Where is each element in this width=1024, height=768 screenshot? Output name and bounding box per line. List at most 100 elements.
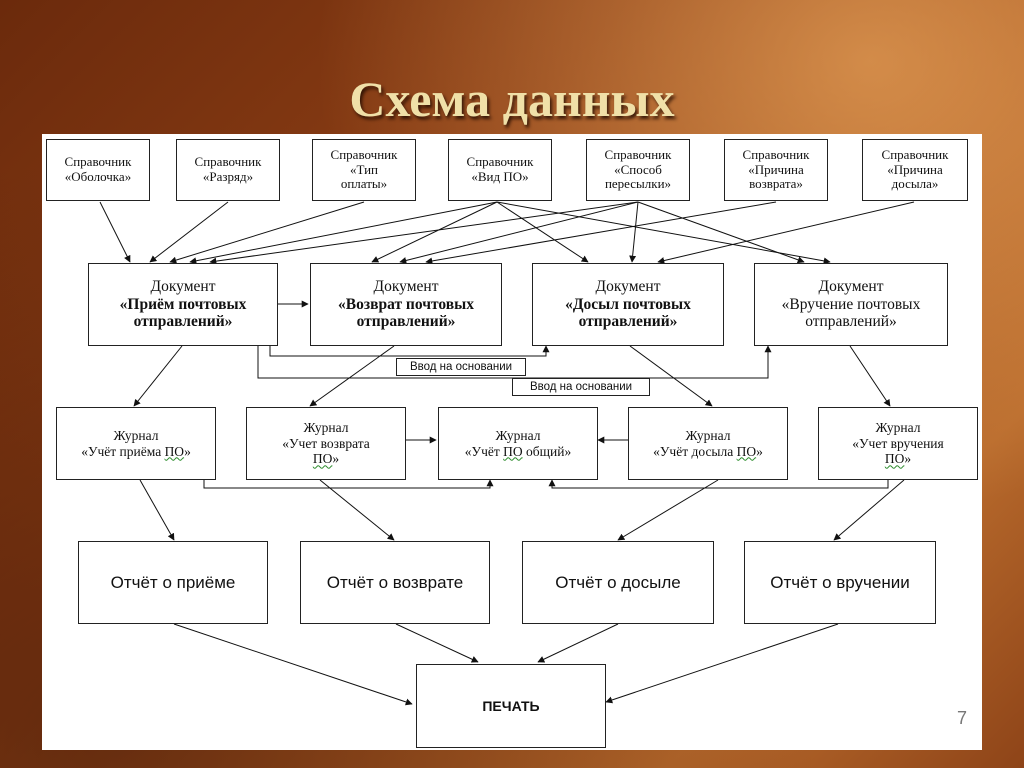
reference-item-kind: Справочник «Вид ПО»	[448, 139, 552, 201]
document-receive-name1: «Приём почтовых	[119, 295, 247, 313]
arrow-journal-return-to-report-return	[319, 479, 395, 541]
arrow-journal-forward-to-report-forward	[617, 479, 719, 541]
document-forward-name2: отправлений»	[578, 313, 678, 331]
reference-shell: Справочник «Оболочка»	[46, 139, 150, 201]
document-delivery-name2: отправлений»	[805, 313, 897, 331]
reference-item-kind-type: Справочник	[466, 154, 534, 170]
reference-shipping-method-type: Справочник	[604, 146, 672, 162]
document-delivery-type: Документ	[818, 277, 884, 295]
basis-tag-forward: Ввод на основании	[396, 358, 526, 376]
document-return-name1: «Возврат почтовых	[338, 295, 474, 313]
arrow-doc-delivery-to-journal-delivery	[849, 345, 891, 407]
journal-receive-name: «Учёт приёма ПО»	[81, 444, 191, 460]
slide-number: 7	[956, 708, 967, 728]
reference-payment-type: Справочник «Тип оплаты»	[312, 139, 416, 201]
report-return: Отчёт о возврате	[300, 541, 490, 624]
print-box: ПЕЧАТЬ	[416, 664, 606, 748]
journal-return: Журнал «Учет возврата ПО»	[246, 407, 406, 480]
reference-forward-reason-name1: «Причина	[887, 161, 943, 177]
journal-forward: Журнал «Учёт досыла ПО»	[628, 407, 788, 480]
reference-shipping-method: Справочник «Способ пересылки»	[586, 139, 690, 201]
report-receive: Отчёт о приёме	[78, 541, 268, 624]
document-forward: Документ «Досыл почтовых отправлений»	[532, 263, 724, 346]
journal-receive-name-c: »	[184, 443, 191, 459]
document-return-name2: отправлений»	[356, 313, 456, 331]
document-return-type: Документ	[373, 277, 439, 295]
arrow-ref-method-to-doc-receive	[209, 201, 639, 265]
reference-rank: Справочник «Разряд»	[176, 139, 280, 201]
arrow-ref-method-to-doc-return	[399, 201, 639, 264]
journal-common-type: Журнал	[495, 427, 541, 443]
journal-delivery-name2-b: ПО	[884, 451, 905, 467]
reference-forward-reason-type: Справочник	[881, 146, 949, 162]
arrow-report-receive-to-print	[173, 623, 413, 706]
document-receive-type: Документ	[150, 277, 216, 295]
document-delivery: Документ «Вручение почтовых отправлений»	[754, 263, 948, 346]
journal-delivery-name2: ПО»	[885, 451, 911, 467]
arrow-ref-rank-to-doc-receive	[149, 201, 229, 263]
journal-delivery: Журнал «Учет вручения ПО»	[818, 407, 978, 480]
arrow-ref-return-reason-to-doc-return	[425, 201, 777, 265]
journal-forward-name: «Учёт досыла ПО»	[653, 444, 763, 460]
arrow-ref-shell-to-doc-receive	[99, 201, 131, 263]
slide-title: Схема данных	[349, 71, 675, 127]
journal-return-name2-c: »	[332, 451, 340, 467]
journal-forward-name-a: «Учёт досыла	[653, 443, 737, 459]
journal-return-name2-b: ПО	[312, 451, 333, 467]
journal-common: Журнал «Учёт ПО общий»	[438, 407, 598, 480]
reference-return-reason: Справочник «Причина возврата»	[724, 139, 828, 201]
journal-receive-type: Журнал	[113, 427, 159, 443]
arrow-ref-kind-to-doc-delivery	[496, 201, 831, 265]
journal-common-name-b: ПО	[503, 443, 523, 459]
document-return: Документ «Возврат почтовых отправлений»	[310, 263, 502, 346]
reference-rank-name: «Разряд»	[202, 169, 254, 184]
document-forward-type: Документ	[595, 277, 661, 295]
document-receive: Документ «Приём почтовых отправлений»	[88, 263, 278, 346]
arrow-ref-kind-to-doc-receive	[189, 201, 498, 265]
connector-layer	[99, 201, 915, 706]
document-delivery-name1: «Вручение почтовых	[781, 295, 921, 313]
reference-return-reason-type: Справочник	[742, 146, 810, 162]
arrow-doc-forward-to-journal-forward	[629, 345, 713, 407]
document-receive-name2: отправлений»	[133, 313, 233, 331]
reference-return-reason-name1: «Причина	[748, 161, 804, 177]
arrow-journal-receive-to-common	[203, 479, 494, 489]
journal-delivery-name2-c: »	[904, 451, 912, 467]
reference-shell-name: «Оболочка»	[64, 169, 132, 184]
reference-payment-type-type: Справочник	[330, 146, 398, 162]
reference-item-kind-name: «Вид ПО»	[471, 169, 529, 184]
journal-common-name-a: «Учёт	[464, 443, 504, 459]
journal-receive-name-b: ПО	[164, 443, 185, 459]
reference-payment-type-name1: «Тип	[349, 161, 379, 177]
reference-rank-type: Справочник	[194, 154, 262, 170]
reference-forward-reason: Справочник «Причина досыла»	[862, 139, 968, 201]
document-forward-name1: «Досыл почтовых	[565, 295, 691, 313]
arrow-ref-method-to-doc-forward	[629, 201, 639, 263]
journal-return-type: Журнал	[303, 420, 349, 436]
arrow-doc-return-to-journal-return	[309, 345, 395, 407]
arrow-journal-receive-to-report-receive	[139, 479, 175, 541]
reference-shipping-method-name1: «Способ	[614, 161, 662, 177]
basis-tag-delivery: Ввод на основании	[512, 378, 650, 396]
journal-return-name1: «Учет возврата	[282, 435, 370, 451]
reference-forward-reason-name2: досыла»	[891, 176, 939, 192]
arrow-ref-forward-reason-to-doc-forward	[657, 201, 915, 264]
journal-delivery-name1: «Учет вручения	[852, 435, 944, 451]
journal-common-name: «Учёт ПО общий»	[465, 444, 571, 460]
arrow-doc-receive-to-journal-receive	[133, 345, 183, 407]
arrow-journal-delivery-to-report-delivery	[833, 479, 905, 541]
journal-forward-name-b: ПО	[736, 443, 757, 459]
journal-delivery-type: Журнал	[875, 420, 921, 436]
arrow-ref-paytype-to-doc-receive	[169, 201, 365, 264]
reference-payment-type-name2: оплаты»	[340, 176, 388, 192]
report-delivery: Отчёт о вручении	[744, 541, 936, 624]
report-forward: Отчёт о досыле	[522, 541, 714, 624]
reference-shipping-method-name2: пересылки»	[604, 176, 672, 192]
arrow-journal-delivery-to-common	[548, 479, 889, 489]
arrow-report-delivery-to-print	[605, 623, 839, 704]
arrow-ref-kind-to-doc-return	[371, 201, 498, 263]
reference-shell-type: Справочник	[64, 154, 132, 170]
arrow-ref-method-to-doc-delivery	[637, 201, 805, 264]
journal-receive-name-a: «Учёт приёма	[81, 443, 165, 459]
reference-return-reason-name2: возврата»	[749, 176, 803, 192]
